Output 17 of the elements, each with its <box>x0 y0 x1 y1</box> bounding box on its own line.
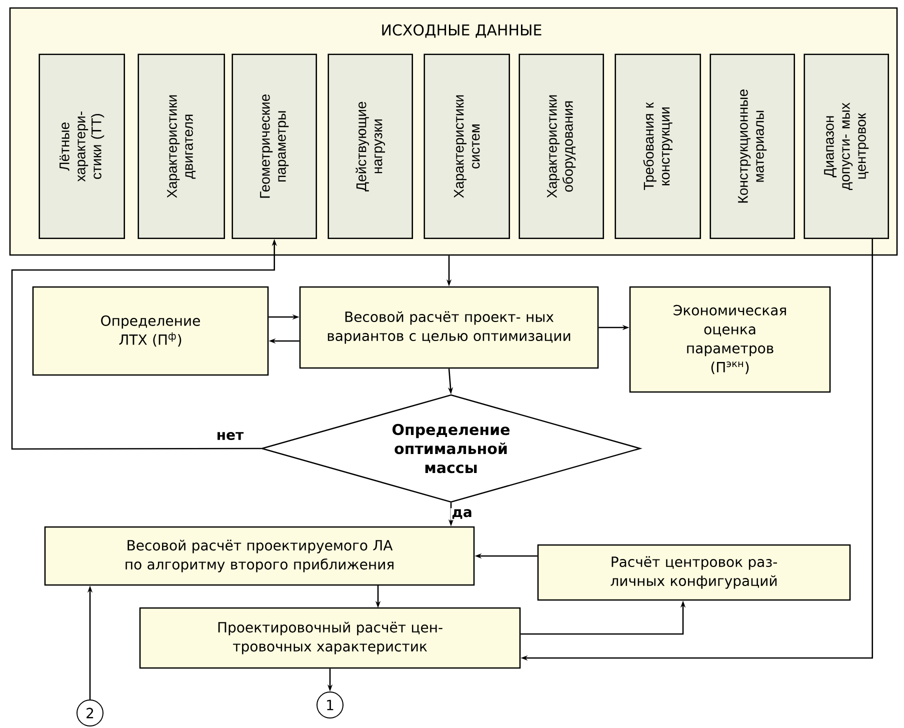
process-box: Весовой расчёт проектируемого ЛА по алгоритму второго приближения <box>44 526 475 586</box>
input-box: Характеристики оборудования <box>518 54 604 239</box>
process-box: Проектировочный расчёт цен- тровочных характеристик <box>139 607 521 669</box>
input-box: Лётные характери- стики (ТТ) <box>38 54 125 239</box>
process-box: Определение ЛТХ (П$^{ф}$) <box>32 286 269 376</box>
input-box: Конструкционные материалы <box>710 54 795 239</box>
edge-label: нет <box>215 430 245 442</box>
process-box: Экономическая оценка параметров (П$^{экн}$) <box>629 286 831 393</box>
input-box: Характеристики систем <box>424 54 510 239</box>
input-box: Характеристики двигателя <box>138 54 225 239</box>
edge-label: да <box>450 508 474 520</box>
process-box: Весовой расчёт проект- ных вариантов с целью оптимизации <box>299 286 599 369</box>
input-box: Диапазон допусти- мых центровок <box>804 54 890 239</box>
input-box: Действующие нагрузки <box>328 54 413 239</box>
process-box: Расчёт центровок раз- личных конфигураций <box>537 544 851 601</box>
input-box: Требования к конструкции <box>614 54 701 239</box>
input-box: Геометрические параметры <box>232 54 317 239</box>
